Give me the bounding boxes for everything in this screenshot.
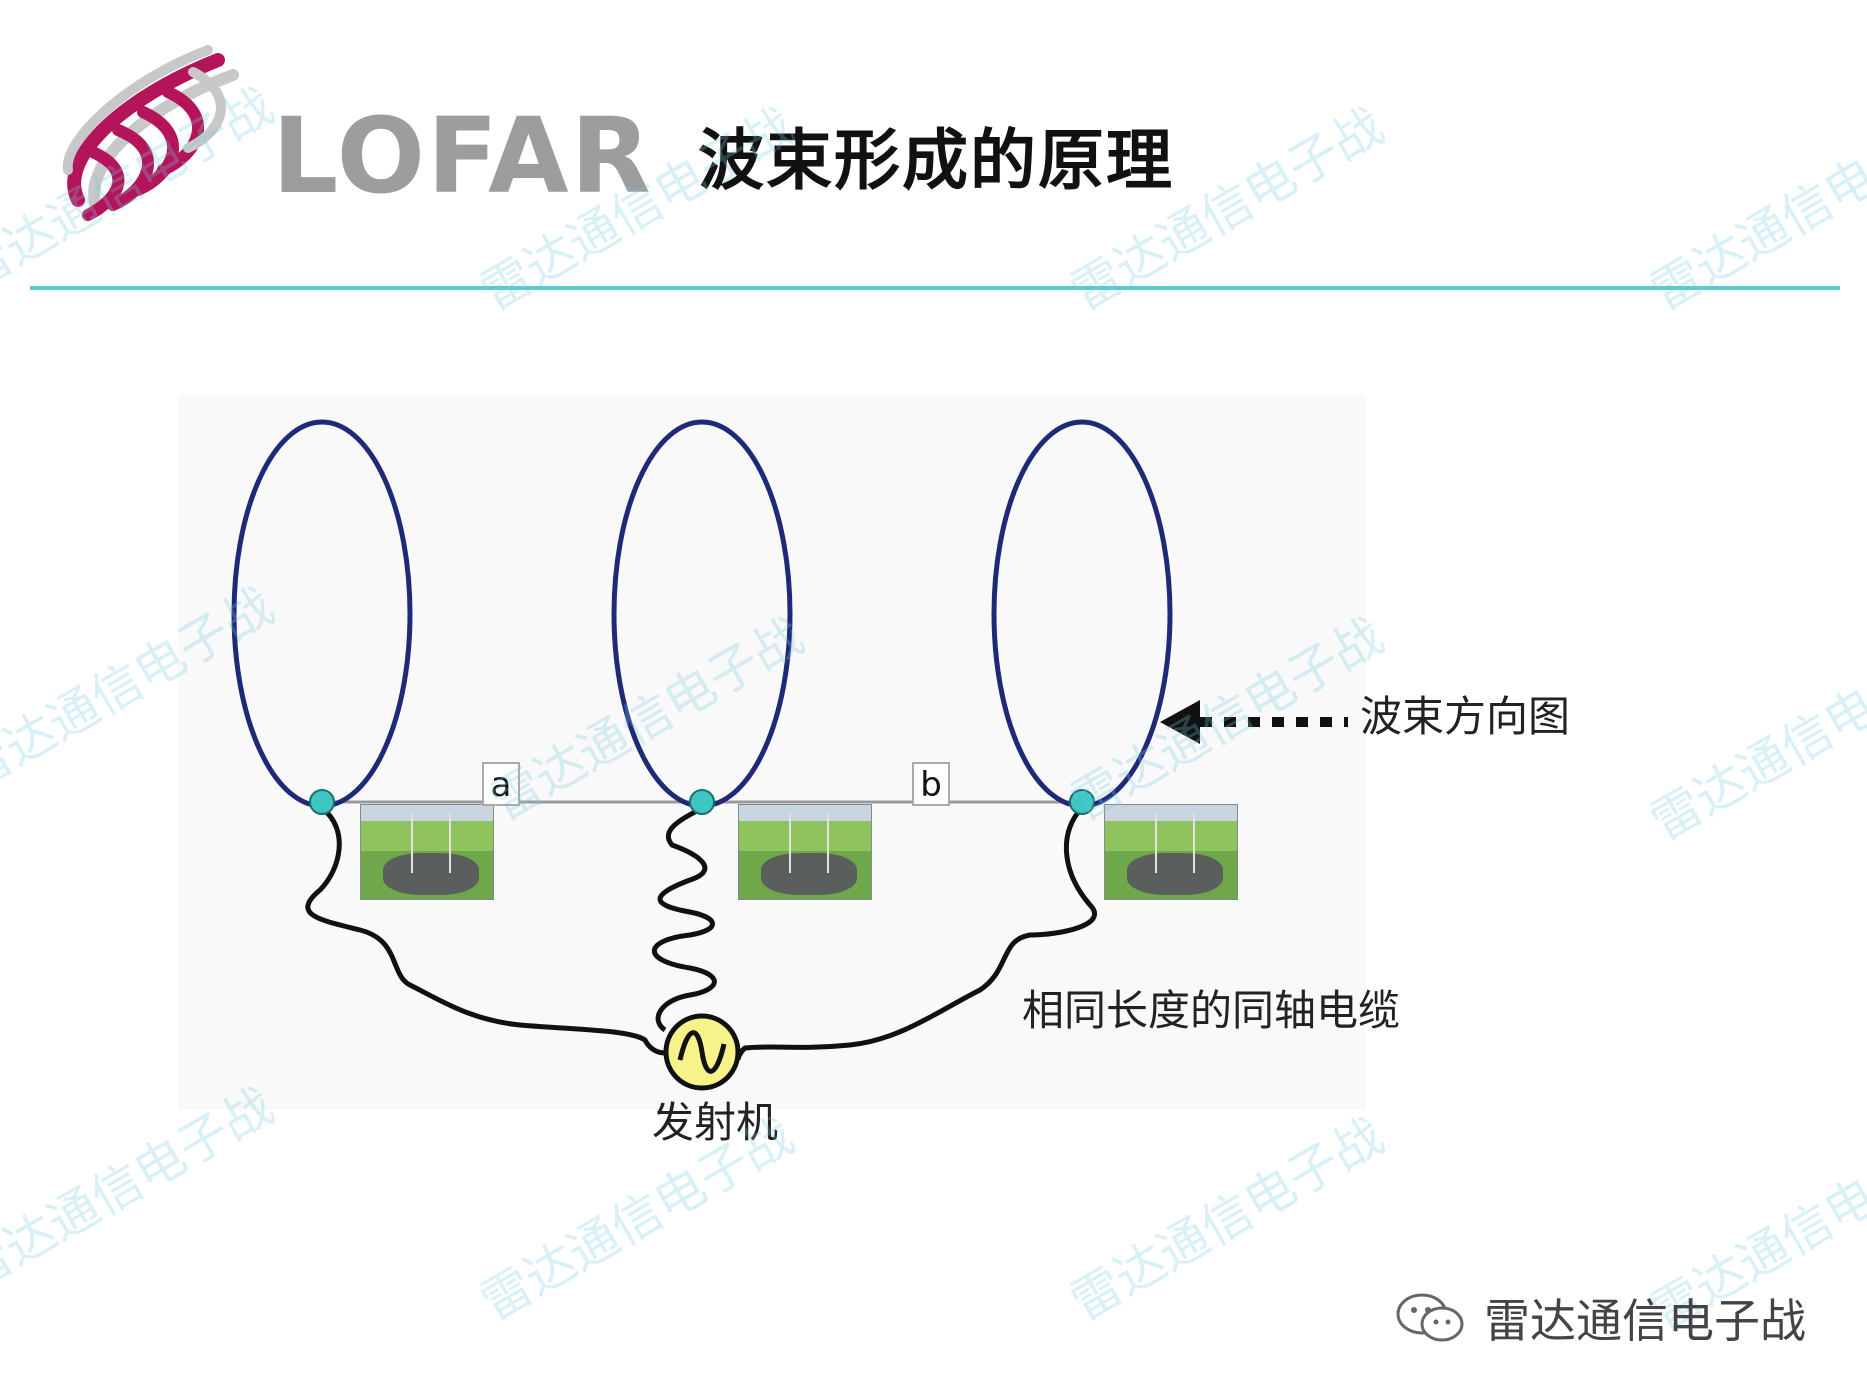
lofar-logo-icon	[62, 45, 239, 221]
beam-pattern-label: 波束方向图	[1360, 692, 1571, 741]
title-divider	[30, 286, 1840, 290]
beam-lobe-3	[991, 419, 1173, 809]
sine-wave-icon	[677, 1030, 727, 1074]
beam-lobe-2	[611, 419, 793, 809]
beam-pattern-arrow-head	[1160, 700, 1200, 744]
coax-cable-left	[305, 806, 671, 1056]
diagram-background	[178, 395, 1366, 1110]
page-title: 波束形成的原理	[698, 122, 1174, 199]
antenna-photo-3	[1104, 804, 1238, 900]
logo-text: LOFAR	[272, 95, 653, 217]
beam-lobe-1	[231, 419, 413, 809]
antenna-photo-1	[360, 804, 494, 900]
transmitter-label: 发射机	[652, 1098, 779, 1147]
antenna-photo-2	[738, 804, 872, 900]
spacing-label-a: a	[482, 762, 520, 806]
wechat-icon	[1396, 1293, 1464, 1342]
coax-cable-right	[735, 806, 1097, 1061]
coax-cable-label: 相同长度的同轴电缆	[1022, 986, 1401, 1035]
antenna-node-3	[1069, 789, 1095, 815]
antenna-node-1	[309, 789, 335, 815]
footer-account-name: 雷达通信电子战	[1484, 1294, 1806, 1348]
spacing-label-b: b	[912, 762, 950, 806]
antenna-node-2	[689, 789, 715, 815]
coax-cable-middle	[652, 805, 717, 1033]
